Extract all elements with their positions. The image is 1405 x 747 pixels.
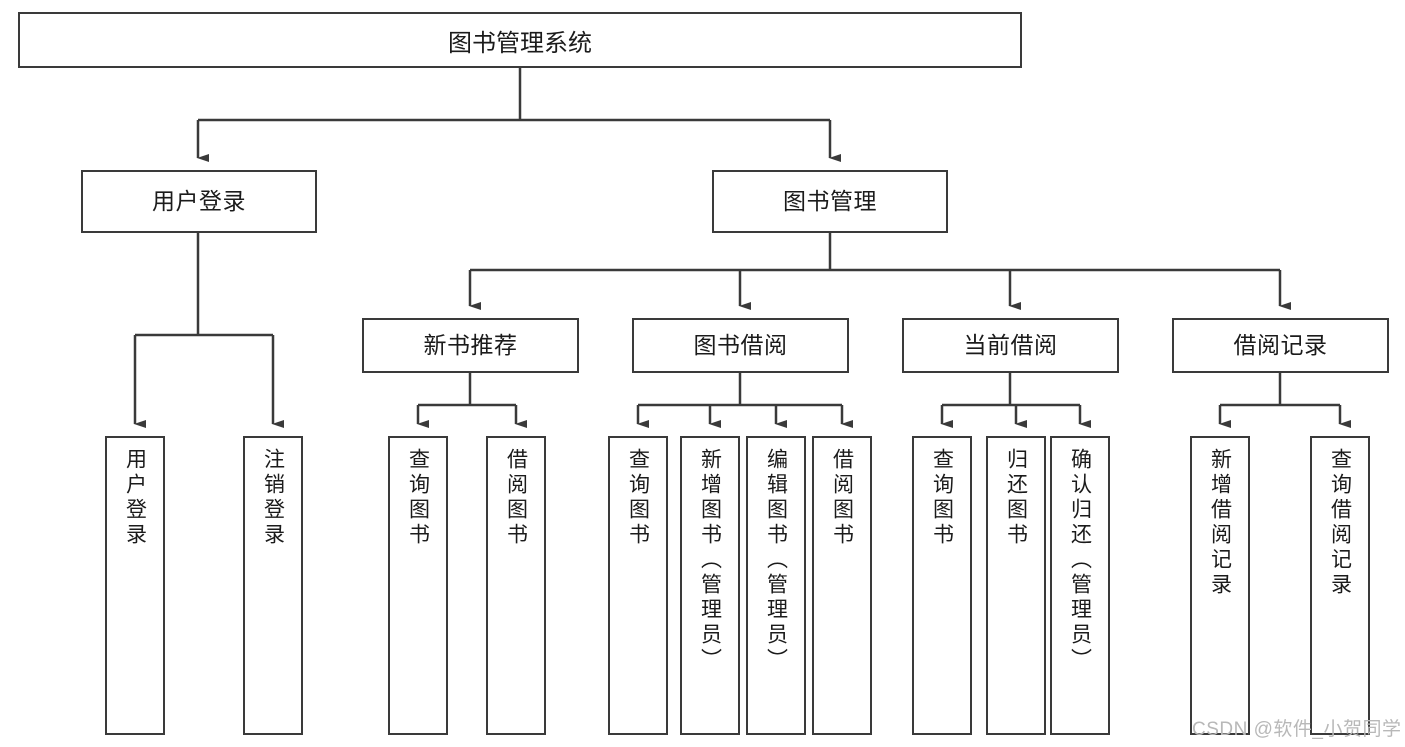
leaf-query-book-borrow-label: 查询图书 bbox=[626, 448, 650, 548]
node-book-borrow[interactable]: 图书借阅 bbox=[632, 318, 849, 373]
leaf-user-logout[interactable]: 注销登录 bbox=[243, 436, 303, 735]
node-current-borrow-label: 当前借阅 bbox=[963, 331, 1058, 358]
leaf-confirm-return-admin[interactable]: 确认归还（管理员） bbox=[1050, 436, 1110, 735]
leaf-query-book-current-label: 查询图书 bbox=[930, 448, 954, 548]
leaf-borrow-book-recommend-label: 借阅图书 bbox=[504, 448, 528, 548]
leaf-borrow-book[interactable]: 借阅图书 bbox=[812, 436, 872, 735]
node-root[interactable]: 图书管理系统 bbox=[18, 12, 1022, 68]
leaf-user-login-label: 用户登录 bbox=[123, 448, 147, 548]
leaf-borrow-book-recommend[interactable]: 借阅图书 bbox=[486, 436, 546, 735]
leaf-return-book-label: 归还图书 bbox=[1004, 448, 1028, 548]
leaf-borrow-book-label: 借阅图书 bbox=[830, 448, 854, 548]
leaf-add-book-admin[interactable]: 新增图书（管理员） bbox=[680, 436, 740, 735]
watermark-text: CSDN @软件_小贺同学 bbox=[1192, 719, 1402, 740]
leaf-query-book-recommend-label: 查询图书 bbox=[406, 448, 430, 548]
leaf-query-book-recommend[interactable]: 查询图书 bbox=[388, 436, 448, 735]
node-current-borrow[interactable]: 当前借阅 bbox=[902, 318, 1119, 373]
node-new-book-recommend[interactable]: 新书推荐 bbox=[362, 318, 579, 373]
leaf-edit-book-admin[interactable]: 编辑图书（管理员） bbox=[746, 436, 806, 735]
node-book-borrow-label: 图书借阅 bbox=[693, 331, 788, 358]
leaf-query-book-current[interactable]: 查询图书 bbox=[912, 436, 972, 735]
leaf-confirm-return-admin-label: 确认归还（管理员） bbox=[1068, 448, 1092, 673]
node-book-management[interactable]: 图书管理 bbox=[712, 170, 948, 233]
node-user-login[interactable]: 用户登录 bbox=[81, 170, 317, 233]
node-borrow-record[interactable]: 借阅记录 bbox=[1172, 318, 1389, 373]
leaf-add-borrow-record[interactable]: 新增借阅记录 bbox=[1190, 436, 1250, 735]
node-borrow-record-label: 借阅记录 bbox=[1233, 331, 1328, 358]
leaf-query-book-borrow[interactable]: 查询图书 bbox=[608, 436, 668, 735]
node-book-management-label: 图书管理 bbox=[783, 187, 877, 214]
node-new-book-recommend-label: 新书推荐 bbox=[423, 331, 518, 358]
leaf-user-login[interactable]: 用户登录 bbox=[105, 436, 165, 735]
leaf-edit-book-admin-label: 编辑图书（管理员） bbox=[764, 448, 788, 673]
leaf-query-borrow-record[interactable]: 查询借阅记录 bbox=[1310, 436, 1370, 735]
node-root-label: 图书管理系统 bbox=[448, 29, 592, 57]
leaf-return-book[interactable]: 归还图书 bbox=[986, 436, 1046, 735]
leaf-add-book-admin-label: 新增图书（管理员） bbox=[698, 448, 722, 673]
leaf-query-borrow-record-label: 查询借阅记录 bbox=[1328, 448, 1352, 598]
leaf-add-borrow-record-label: 新增借阅记录 bbox=[1208, 448, 1232, 598]
leaf-user-logout-label: 注销登录 bbox=[261, 448, 285, 548]
node-user-login-label: 用户登录 bbox=[152, 187, 246, 214]
